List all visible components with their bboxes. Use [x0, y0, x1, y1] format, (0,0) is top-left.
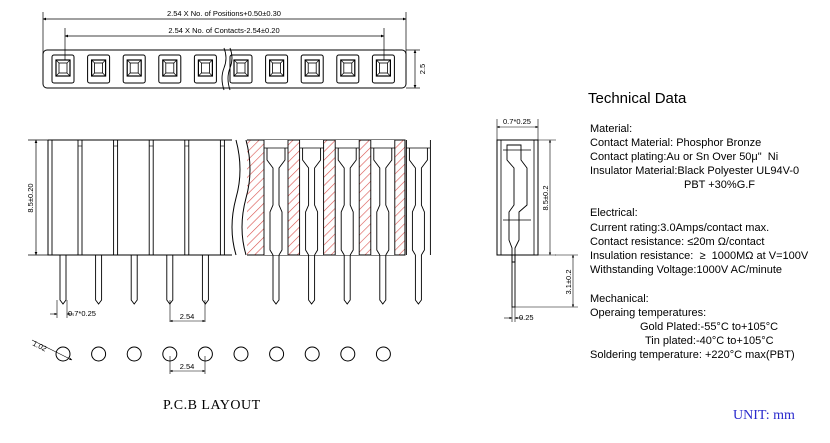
front-pin	[95, 140, 119, 305]
contact-resistance: Contact resistance: ≤20m Ω/contact	[590, 236, 765, 248]
front-pin	[130, 140, 154, 305]
positions-formula: 2.54 X No. of Positions+0.50±0.30	[167, 9, 281, 18]
top-cell	[193, 54, 217, 84]
insulator-alt: PBT +30%G.F	[684, 179, 756, 191]
pcb-hole	[375, 346, 391, 362]
pcb-holes	[55, 346, 391, 362]
technical-data-title: Technical Data	[588, 90, 687, 107]
section-pin	[263, 140, 289, 305]
section-pin	[299, 140, 325, 305]
top-cell	[87, 54, 111, 84]
top-cell	[51, 54, 75, 84]
pin-width-front-label: 0.7*0.25	[68, 309, 96, 318]
pcb-hole	[233, 346, 249, 362]
tin-plated-temp: Tin plated:-40°C to+105°C	[645, 335, 774, 347]
section-pin	[405, 140, 431, 305]
front-pin	[59, 140, 83, 305]
height-side-label: 8.5±0.2	[541, 186, 550, 211]
top-view-cells	[51, 54, 395, 84]
pcb-layout: 1.02 2.54	[31, 339, 391, 374]
current-rating: Current rating:3.0Amps/contact max.	[590, 222, 770, 234]
contact-material: Contact Material: Phosphor Bronze	[590, 137, 762, 149]
front-view: 8.5±0.20 0.7*0.25 2.54	[26, 139, 431, 323]
insulator-material: Insulator Material:Black Polyester UL94V…	[590, 165, 800, 177]
contacts-formula: 2.54 X No. of Contacts-2.54±0.20	[168, 26, 279, 35]
unit-label: UNIT: mm	[733, 408, 795, 423]
top-cell	[122, 54, 146, 84]
height-top-label: 2.5	[418, 64, 427, 74]
insulation-resistance: Insulation resistance: ≥ 1000MΩ at V=100…	[590, 250, 809, 262]
pcb-layout-title: P.C.B LAYOUT	[163, 398, 261, 413]
pcb-hole	[126, 346, 142, 362]
hole-diameter-label: 1.02	[31, 339, 48, 354]
pcb-hole	[269, 346, 285, 362]
operating-temps: Operaing temperatures:	[590, 307, 707, 319]
soldering-temp: Soldering temperature: +220°C max(PBT)	[590, 349, 795, 361]
pitch-front-label: 2.54	[180, 312, 195, 321]
tail-length-label: 3.1±0.2	[564, 270, 573, 295]
pcb-hole	[91, 346, 107, 362]
withstanding-voltage: Withstanding Voltage:1000V AC/minute	[590, 264, 783, 276]
mechanical-heading: Mechanical:	[590, 293, 649, 305]
pcb-hole	[304, 346, 320, 362]
pcb-hole	[340, 346, 356, 362]
pin-width-side-label: 0.7*0.25	[503, 117, 531, 126]
top-cell	[336, 54, 360, 84]
top-cell	[229, 54, 253, 84]
section-pin	[370, 140, 396, 305]
front-section-pins	[263, 140, 431, 305]
electrical-heading: Electrical:	[590, 207, 638, 219]
top-cell	[300, 54, 324, 84]
section-pin	[334, 140, 360, 305]
side-view: 0.7*0.25 8.5±0.2 3.1±0.2 0.25	[496, 117, 578, 322]
material-heading: Material:	[590, 123, 633, 135]
front-pin	[201, 140, 225, 305]
gold-plated-temp: Gold Plated:-55°C to+105°C	[640, 321, 779, 333]
front-pin	[166, 140, 190, 305]
pcb-hole	[197, 346, 213, 362]
top-cell	[371, 54, 395, 84]
front-plain-pins	[51, 140, 225, 305]
top-cell	[158, 54, 182, 84]
pitch-pcb-label: 2.54	[180, 362, 195, 371]
contact-plating: Contact plating:Au or Sn Over 50μ" Ni	[590, 151, 779, 163]
pcb-hole	[55, 346, 71, 362]
tail-thickness-label: 0.25	[519, 313, 534, 322]
top-cell	[265, 54, 289, 84]
height-front-label: 8.5±0.20	[26, 183, 35, 212]
top-view: 2.54 X No. of Positions+0.50±0.30 2.54 X…	[42, 9, 427, 91]
